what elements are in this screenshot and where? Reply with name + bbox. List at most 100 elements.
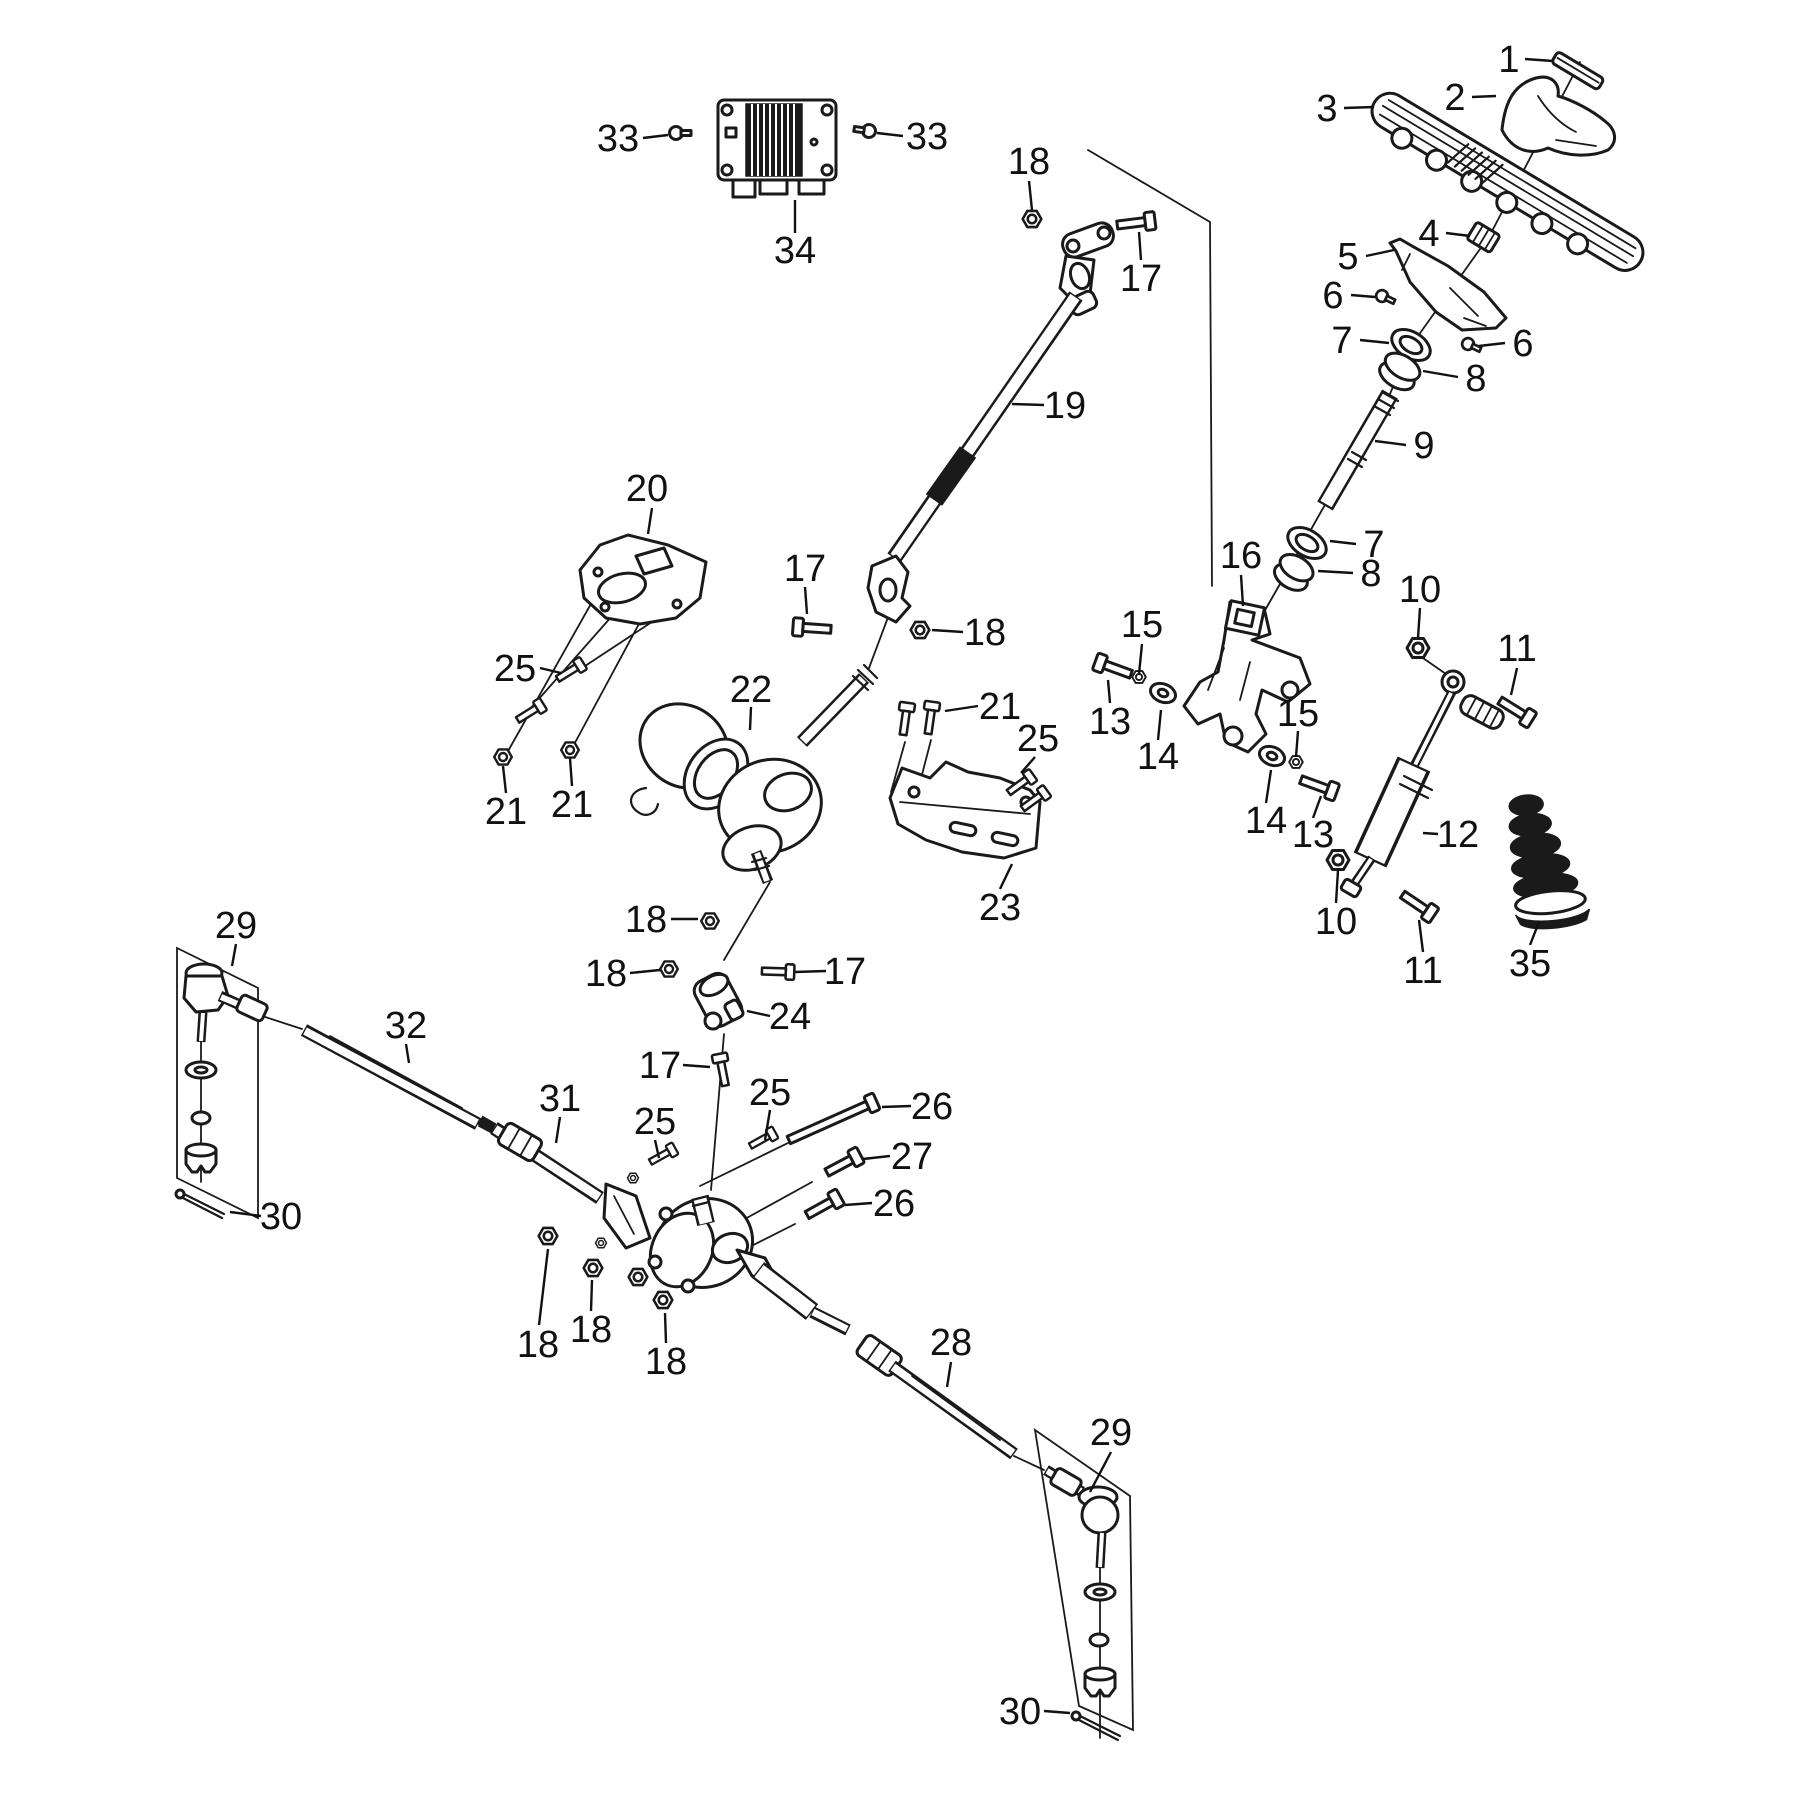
callout-1-0: 1 (1498, 39, 1519, 81)
module-screw-right (851, 120, 878, 140)
joint-nut-1 (700, 912, 720, 930)
callout-32-56: 32 (385, 1005, 427, 1047)
callout-24-42: 24 (769, 996, 811, 1038)
control-module (716, 98, 838, 199)
joint-bolt-down (710, 1051, 735, 1089)
callout-17-25: 17 (784, 548, 826, 590)
joint-nut-2 (659, 960, 679, 978)
leader-3-2 (1343, 105, 1375, 110)
callout-28-50: 28 (930, 1322, 972, 1364)
leader-32-56 (404, 1043, 411, 1064)
leader-7-8 (1329, 539, 1357, 546)
leader-6-6 (1478, 341, 1506, 348)
steering-boot (1508, 794, 1591, 930)
cover-plate (578, 533, 708, 626)
leader-18-29 (931, 628, 964, 634)
callout-25-46: 25 (749, 1072, 791, 1114)
seal-lower (1286, 525, 1328, 561)
leader-17-24 (1137, 231, 1143, 261)
leader-20-36 (646, 507, 654, 535)
ujoint-bolt-top (1114, 209, 1158, 236)
gearbox-bolt-25d (745, 1125, 780, 1154)
callout-6-5: 6 (1322, 275, 1343, 317)
wheel-nut (1466, 221, 1501, 254)
leader-14-20 (1264, 769, 1273, 804)
bushing-upper (1378, 351, 1422, 392)
callout-17-27: 17 (639, 1045, 681, 1087)
ujoint-bolt-mid (790, 616, 834, 640)
tie-rod-left (300, 1024, 482, 1130)
leader-26-47 (881, 1104, 912, 1109)
leader-28-50 (945, 1361, 953, 1388)
callout-18-32: 18 (517, 1324, 559, 1366)
leader-16-23 (1239, 574, 1245, 607)
leader-31-55 (554, 1116, 562, 1144)
leader-8-9 (1422, 369, 1459, 379)
ujoint-nut-top (1021, 209, 1043, 229)
wheel-cover (1500, 75, 1616, 157)
leader-12-16 (1422, 831, 1439, 836)
leader-2-1 (1471, 94, 1497, 99)
leader-21-37 (501, 765, 508, 794)
callout-8-10: 8 (1360, 553, 1381, 595)
leader-11-15 (1417, 919, 1425, 953)
callout-33-58: 33 (906, 116, 948, 158)
callout-35-60: 35 (1509, 943, 1551, 985)
callout-6-6: 6 (1512, 323, 1533, 365)
callout-21-37: 21 (485, 791, 527, 833)
leader-18-34 (663, 1312, 668, 1344)
leader-18-33 (589, 1279, 594, 1312)
callout-7-8: 7 (1363, 524, 1384, 566)
callout-18-30: 18 (625, 899, 667, 941)
callout-14-19: 14 (1137, 736, 1179, 778)
damper-bolt-bottom (1396, 885, 1441, 925)
leader-19-35 (1011, 402, 1045, 407)
callout-14-20: 14 (1245, 800, 1287, 842)
gearbox-nut-1 (537, 1226, 559, 1246)
gearbox-nut-3 (627, 1267, 649, 1287)
damper-nut-top (1405, 637, 1431, 659)
eps-bolt-2 (919, 699, 942, 737)
eps-unit (629, 663, 879, 885)
drag-link (477, 1115, 652, 1250)
leader-7-7 (1359, 338, 1390, 345)
callout-19-35: 19 (1044, 385, 1086, 427)
plate-nut-2 (560, 741, 580, 759)
leader-25-46 (763, 1109, 772, 1141)
leader-4-3 (1445, 231, 1471, 238)
leader-24-42 (746, 1009, 771, 1018)
gearbox-nut-2 (582, 1258, 604, 1278)
callout-9-11: 9 (1413, 425, 1434, 467)
leader-17-27 (682, 1063, 711, 1069)
leader-21-38 (568, 757, 574, 787)
steering-wheel (1370, 91, 1645, 272)
plate-nut-1 (493, 748, 513, 766)
callout-18-29: 18 (964, 612, 1006, 654)
leader-11-14 (1509, 667, 1519, 696)
leader-13-17 (1106, 679, 1112, 704)
callout-25-45: 25 (634, 1101, 676, 1143)
damper-assembly (1339, 669, 1505, 899)
callout-16-23: 16 (1220, 535, 1262, 577)
callout-17-26: 17 (824, 951, 866, 993)
callout-31-55: 31 (539, 1078, 581, 1120)
callout-15-22: 15 (1277, 693, 1319, 735)
mount-bracket (888, 760, 1042, 860)
callout-layer: 1234566778891010111112131314141515161717… (215, 39, 1554, 1733)
leader-21-39 (944, 704, 979, 713)
callout-18-34: 18 (645, 1341, 687, 1383)
callout-13-18: 13 (1292, 814, 1334, 856)
module-screw-left (668, 125, 693, 141)
bracket-nut-right (1288, 755, 1304, 769)
ujoint-nut-mid (909, 620, 931, 640)
callout-23-41: 23 (979, 887, 1021, 929)
callout-2-1: 2 (1444, 77, 1465, 119)
leader-14-19 (1156, 709, 1163, 741)
leader-33-57 (642, 133, 669, 140)
gearbox-bolt-27 (821, 1145, 867, 1182)
gearbox-bolt-26b (801, 1187, 847, 1225)
eps-bolt-1 (894, 700, 917, 738)
leader-27-49 (862, 1154, 891, 1161)
